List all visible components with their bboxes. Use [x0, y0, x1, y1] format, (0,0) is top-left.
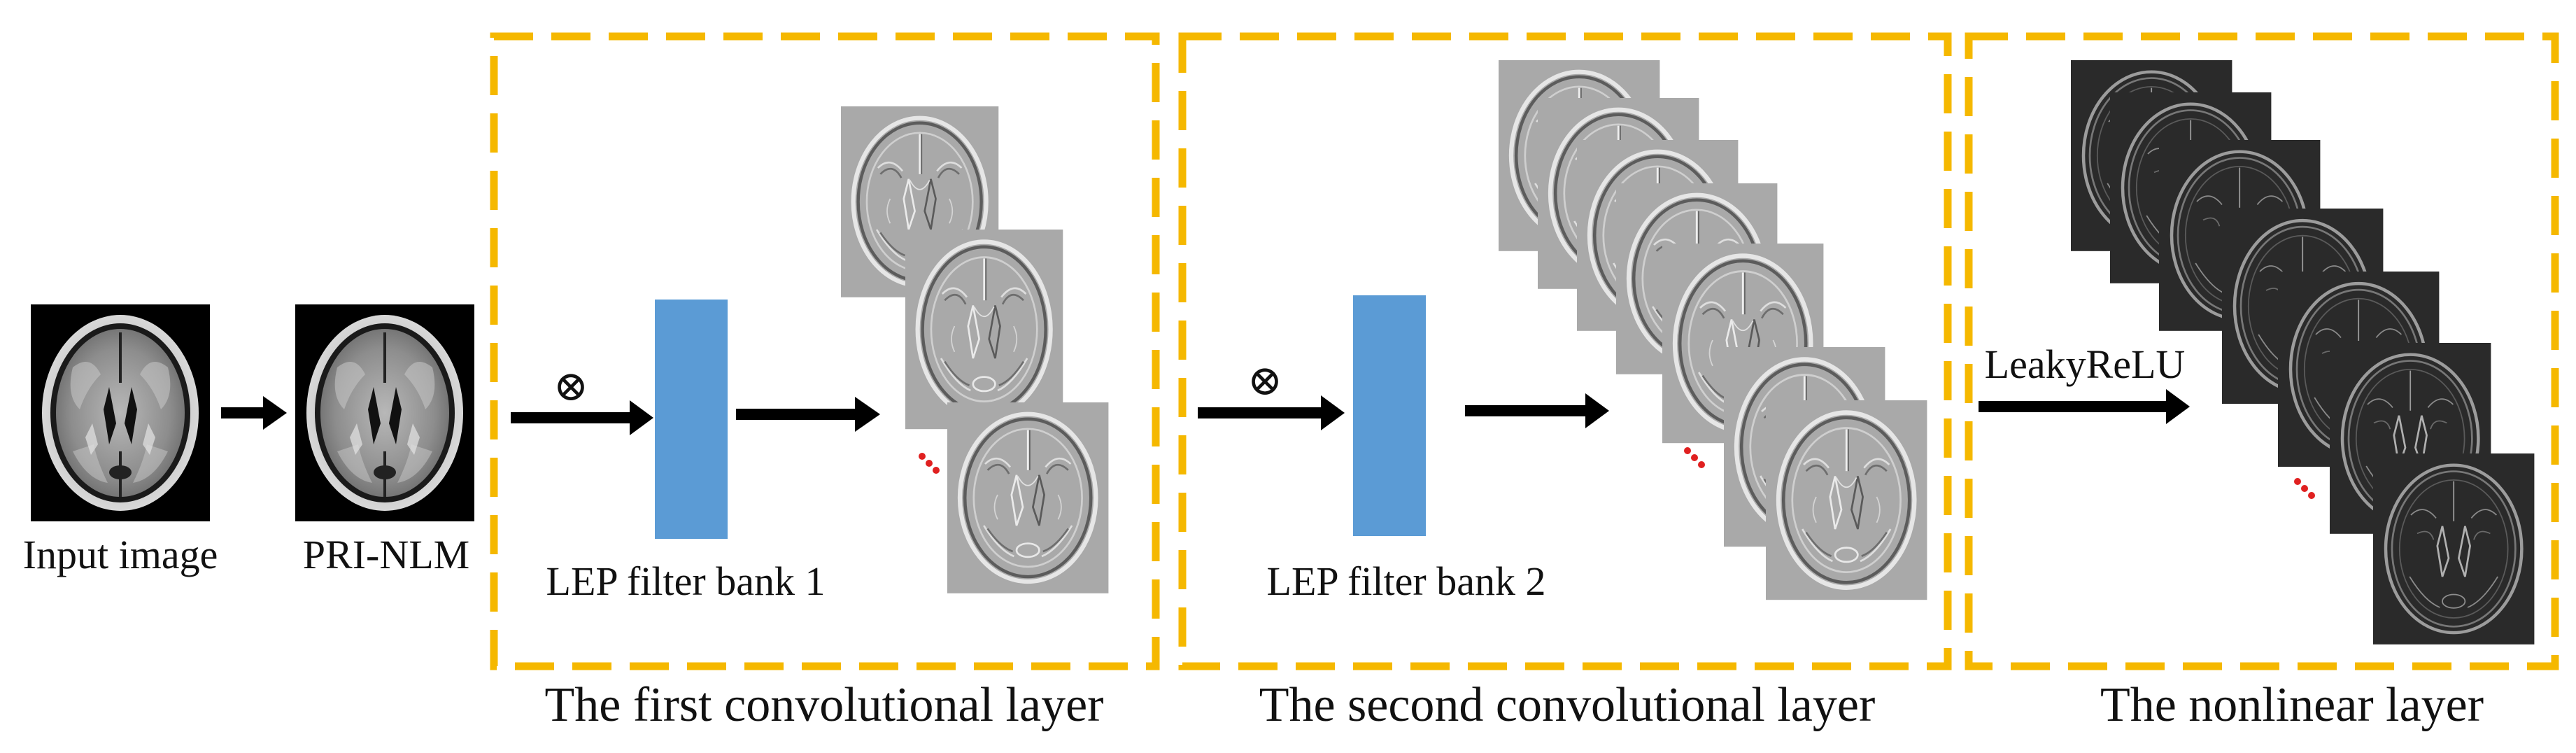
input-image-thumbnail: [29, 303, 211, 523]
filter-bank-1-label: LEP filter bank 1: [546, 558, 826, 604]
stage1-feature-map: [947, 402, 1108, 593]
nonlinear-feature-map: [2373, 453, 2534, 645]
arrow-into-filter-bank-1: [511, 400, 653, 435]
convolution-operator-icon: ⊗: [1247, 358, 1282, 404]
ellipsis-dots-icon: [1684, 447, 1705, 468]
activation-label: LeakyReLU: [1985, 342, 2186, 387]
arrow-from-filter-bank-2: [1465, 393, 1609, 428]
stage-box-nonlinear: [1965, 32, 2559, 670]
ellipsis-dots-icon: [2294, 478, 2315, 499]
stage2-feature-map: [1766, 400, 1927, 600]
convolution-operator-icon: ⊗: [553, 363, 588, 409]
prinlm-label: PRI-NLM: [303, 532, 469, 577]
stage1-feature-map: [905, 230, 1063, 429]
arrow-into-filter-bank-2: [1198, 395, 1345, 430]
arrow-input-to-prinlm: [221, 396, 287, 430]
stage-box-second-conv: [1178, 32, 1952, 670]
ellipsis-dots-icon: [919, 453, 940, 474]
arrow-activation: [1979, 389, 2190, 424]
filter-bank-2: [1353, 295, 1426, 536]
filter-bank-2-label: LEP filter bank 2: [1267, 558, 1546, 604]
filter-bank-1: [655, 300, 728, 539]
stage-box-first-conv: [490, 32, 1160, 670]
arrow-from-filter-bank-1: [736, 397, 880, 432]
stage3-title: The nonlinear layer: [2100, 678, 2484, 732]
stage1-title: The first convolutional layer: [545, 678, 1104, 732]
input-image-label: Input image: [23, 532, 218, 577]
prinlm-image-thumbnail: [294, 303, 476, 523]
stage2-title: The second convolutional layer: [1259, 678, 1876, 732]
